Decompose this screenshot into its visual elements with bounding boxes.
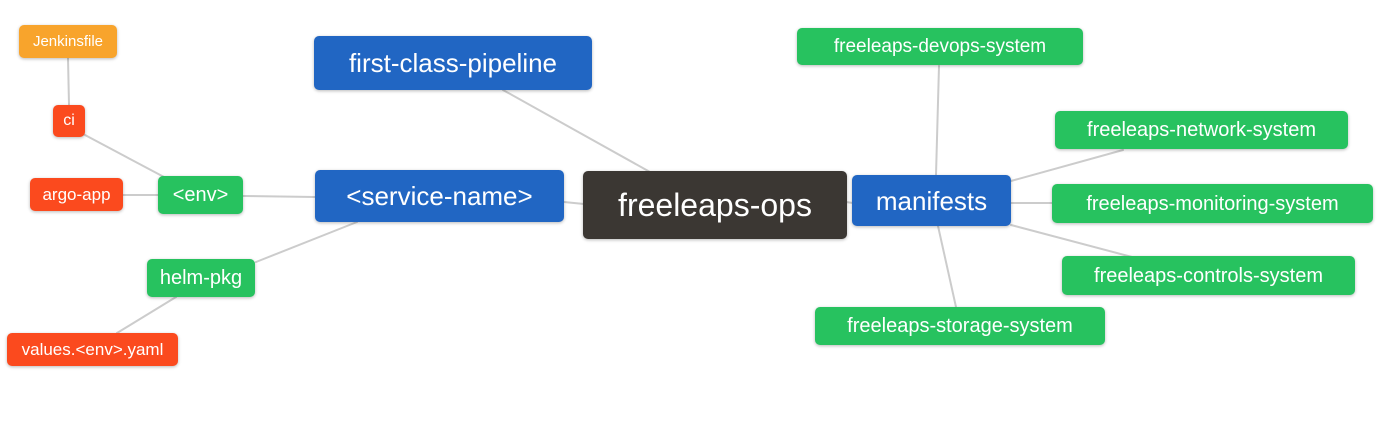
node-env[interactable]: <env> [158, 176, 243, 214]
edge-jenkinsfile-to-ci [67, 57, 70, 106]
node-ci[interactable]: ci [53, 105, 85, 137]
edge-helm-pkg-to-service-name [255, 221, 358, 263]
node-freeleaps-ops-root[interactable]: freeleaps-ops [583, 171, 847, 239]
node-service-name[interactable]: <service-name> [315, 170, 564, 222]
edge-manifests-to-controls-system [1010, 224, 1133, 258]
edge-manifests-to-devops-system [935, 65, 940, 176]
node-helm-pkg[interactable]: helm-pkg [147, 259, 255, 297]
edge-ci-to-env [84, 134, 165, 178]
node-argo-app[interactable]: argo-app [30, 178, 123, 211]
node-controls-system[interactable]: freeleaps-controls-system [1062, 256, 1355, 295]
edge-values-env-yaml-to-helm-pkg [116, 296, 177, 334]
node-values-env-yaml[interactable]: values.<env>.yaml [7, 333, 178, 366]
edge-manifests-to-storage-system [937, 225, 957, 308]
edge-service-name-to-freeleaps-ops [563, 201, 585, 205]
node-network-system[interactable]: freeleaps-network-system [1055, 111, 1348, 149]
edge-env-to-service-name [242, 195, 316, 198]
node-monitoring-system[interactable]: freeleaps-monitoring-system [1052, 184, 1373, 223]
node-jenkinsfile[interactable]: Jenkinsfile [19, 25, 117, 58]
node-first-class-pipeline[interactable]: first-class-pipeline [314, 36, 592, 90]
edge-manifests-to-network-system [1010, 149, 1124, 182]
node-devops-system[interactable]: freeleaps-devops-system [797, 28, 1083, 65]
node-storage-system[interactable]: freeleaps-storage-system [815, 307, 1105, 345]
edge-first-class-pipeline-to-freeleaps-ops [502, 89, 651, 173]
node-manifests[interactable]: manifests [852, 175, 1011, 226]
